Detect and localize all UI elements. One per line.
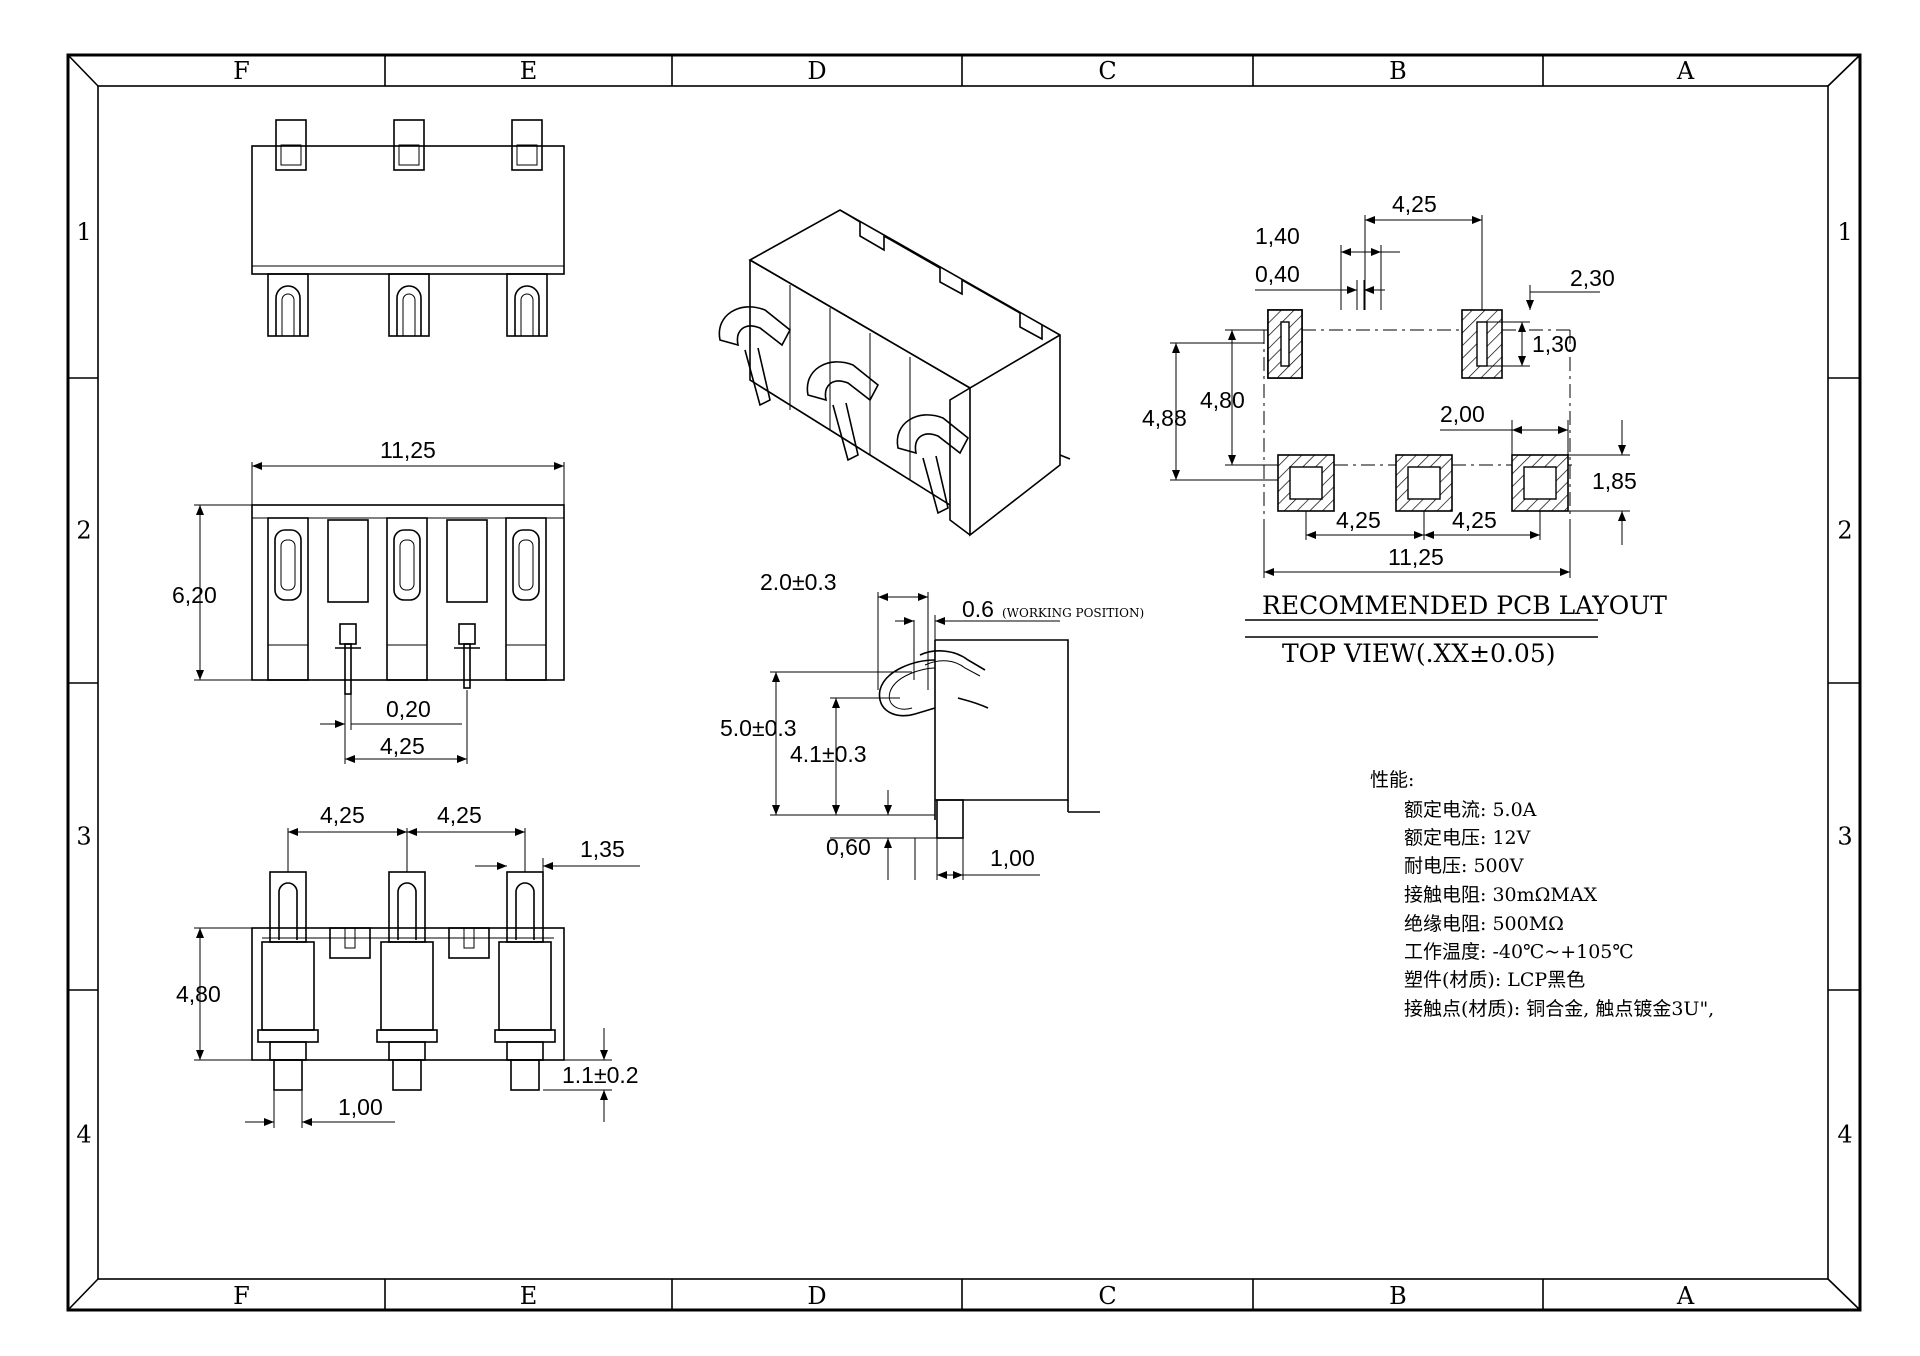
zone-label-left: 4: [76, 1121, 91, 1149]
pcb-caption-title: RECOMMENDED PCB LAYOUT: [1262, 591, 1667, 620]
dim-tail-offset: 0,60: [826, 834, 871, 860]
spec-notes: 性能: 额定电流: 5.0A 额定电压: 12V 耐电压: 500V 接触电阻:…: [1370, 769, 1714, 1020]
zone-label-top: D: [807, 57, 826, 85]
dim-pcb-slot-height: 1,30: [1532, 331, 1577, 357]
zone-label-left: 2: [76, 517, 91, 545]
spec-line: 额定电流: 5.0A: [1404, 799, 1537, 821]
drawing-frame: [66, 53, 1862, 1312]
dim-pcb-pitch-top: 4,25: [1392, 191, 1437, 217]
zone-label-bottom: A: [1676, 1282, 1695, 1310]
dim-pcb-pad-height: 2,30: [1570, 265, 1615, 291]
frame-column-labels: F F E E D D C C B B A A: [233, 57, 1695, 1310]
dim-tail-length: 1,00: [990, 845, 1035, 871]
spec-line: 绝缘电阻: 500MΩ: [1404, 913, 1564, 935]
dim-height-total: 5.0±0.3: [720, 715, 797, 741]
spec-line: 工作温度: -40℃~+105℃: [1404, 941, 1634, 963]
zone-label-top: E: [520, 57, 538, 85]
dim-front-height: 6,20: [172, 582, 217, 608]
zone-label-bottom: F: [233, 1282, 250, 1310]
dim-bottom-pitch-2: 4,25: [437, 802, 482, 828]
pcb-layout: [1263, 309, 1572, 520]
zone-label-bottom: C: [1098, 1282, 1116, 1310]
front-view: [251, 504, 565, 695]
spec-line: 接触点(材质): 铜合金, 触点镀金3U",: [1404, 998, 1714, 1020]
zone-label-bottom: E: [520, 1282, 538, 1310]
zone-label-left: 3: [76, 823, 91, 851]
spec-line: 接触电阻: 30mΩMAX: [1404, 884, 1598, 906]
zone-label-top: F: [233, 57, 250, 85]
zone-label-top: A: [1676, 57, 1695, 85]
spec-line: 额定电压: 12V: [1404, 827, 1531, 849]
dim-pcb-pad-square-height: 1,85: [1592, 468, 1637, 494]
dimension-labels: 11,25 6,20 0,20 4,25 4,25 4,25 1,35 4,80…: [172, 191, 1667, 1120]
dim-pcb-row-inner: 4,80: [1200, 387, 1245, 413]
dim-pcb-pitch-bottom-1: 4,25: [1336, 507, 1381, 533]
front-view-dimensions: [194, 462, 565, 764]
bottom-view-dimensions: [194, 828, 640, 1128]
dim-pcb-pad-width: 1,40: [1255, 223, 1300, 249]
pcb-caption-view: TOP VIEW(.XX±0.05): [1282, 639, 1555, 668]
dim-working-gap: 0.6: [962, 596, 994, 622]
dim-height-contact: 4.1±0.3: [790, 741, 867, 767]
zone-label-right: 1: [1837, 218, 1852, 246]
spec-heading: 性能:: [1370, 769, 1414, 791]
dim-front-width: 11,25: [380, 437, 436, 463]
zone-label-left: 1: [76, 218, 91, 246]
dim-bottom-pin-width: 1,00: [338, 1094, 383, 1120]
pcb-dimensions: [1170, 215, 1630, 638]
dim-pcb-pad-square: 2,00: [1440, 401, 1485, 427]
bottom-view: [251, 871, 565, 1091]
dim-pin-pitch: 4,25: [380, 733, 425, 759]
dim-bottom-pitch-1: 4,25: [320, 802, 365, 828]
dim-bottom-tail: 1.1±0.2: [562, 1062, 639, 1088]
isometric-view: [718, 209, 1071, 537]
zone-label-bottom: D: [807, 1282, 826, 1310]
zone-label-right: 3: [1837, 823, 1852, 851]
dim-bottom-offset: 1,35: [580, 836, 625, 862]
working-position-note: (WORKING POSITION): [1002, 606, 1144, 620]
spec-line: 塑件(材质): LCP黑色: [1404, 969, 1585, 991]
frame-row-labels: 1 1 2 2 3 3 4 4: [76, 218, 1852, 1149]
zone-label-top: B: [1389, 57, 1407, 85]
dim-pcb-row-outer: 4,88: [1142, 405, 1187, 431]
dim-pin-width: 0,20: [386, 696, 431, 722]
zone-label-right: 2: [1837, 517, 1852, 545]
side-view: [878, 639, 1100, 839]
top-view: [251, 119, 565, 337]
zone-label-right: 4: [1837, 1121, 1852, 1149]
dim-pcb-pitch-bottom-2: 4,25: [1452, 507, 1497, 533]
zone-label-top: C: [1098, 57, 1116, 85]
side-view-dimensions: [770, 592, 1060, 880]
dim-pcb-overall: 11,25: [1388, 544, 1444, 570]
dim-pcb-slot-width: 0,40: [1255, 261, 1300, 287]
zone-label-bottom: B: [1389, 1282, 1407, 1310]
dim-bottom-height: 4,80: [176, 981, 221, 1007]
spec-line: 耐电压: 500V: [1404, 855, 1524, 877]
dim-contact-width: 2.0±0.3: [760, 569, 837, 595]
